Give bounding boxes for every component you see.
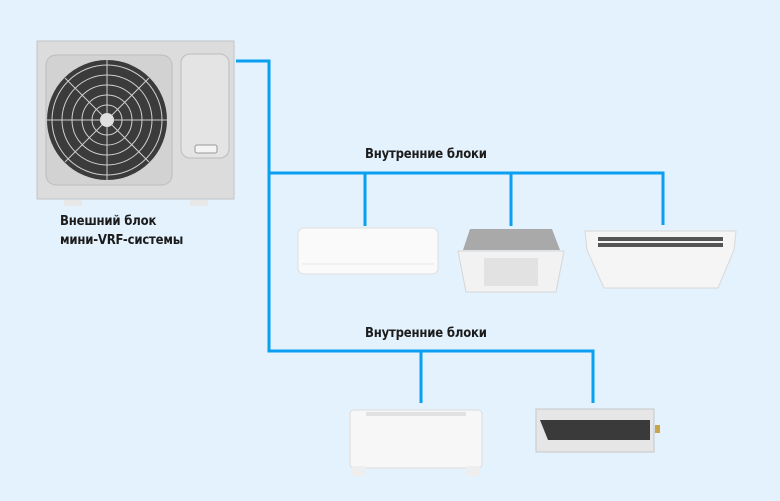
ducted-unit-image [535,408,660,453]
outdoor-unit-image [36,40,235,206]
indoor-group-2-label: Внутренние блоки [365,326,487,341]
outdoor-label-line2: мини-VRF-системы [60,233,184,248]
outdoor-label-line1: Внешний блок [60,214,157,229]
indoor-group-1-label: Внутренние блоки [365,147,487,162]
main-pipe [236,59,595,403]
outdoor-unit-label: Внешний блок мини-VRF-системы [60,212,183,250]
wall-split-unit-image [297,227,439,275]
refrigerant-pipes [236,59,665,403]
floor-console-unit-image [349,409,483,476]
upper-branch-pipe [269,171,665,225]
cassette-unit-image [457,229,565,293]
ceiling-unit-image [584,230,737,289]
